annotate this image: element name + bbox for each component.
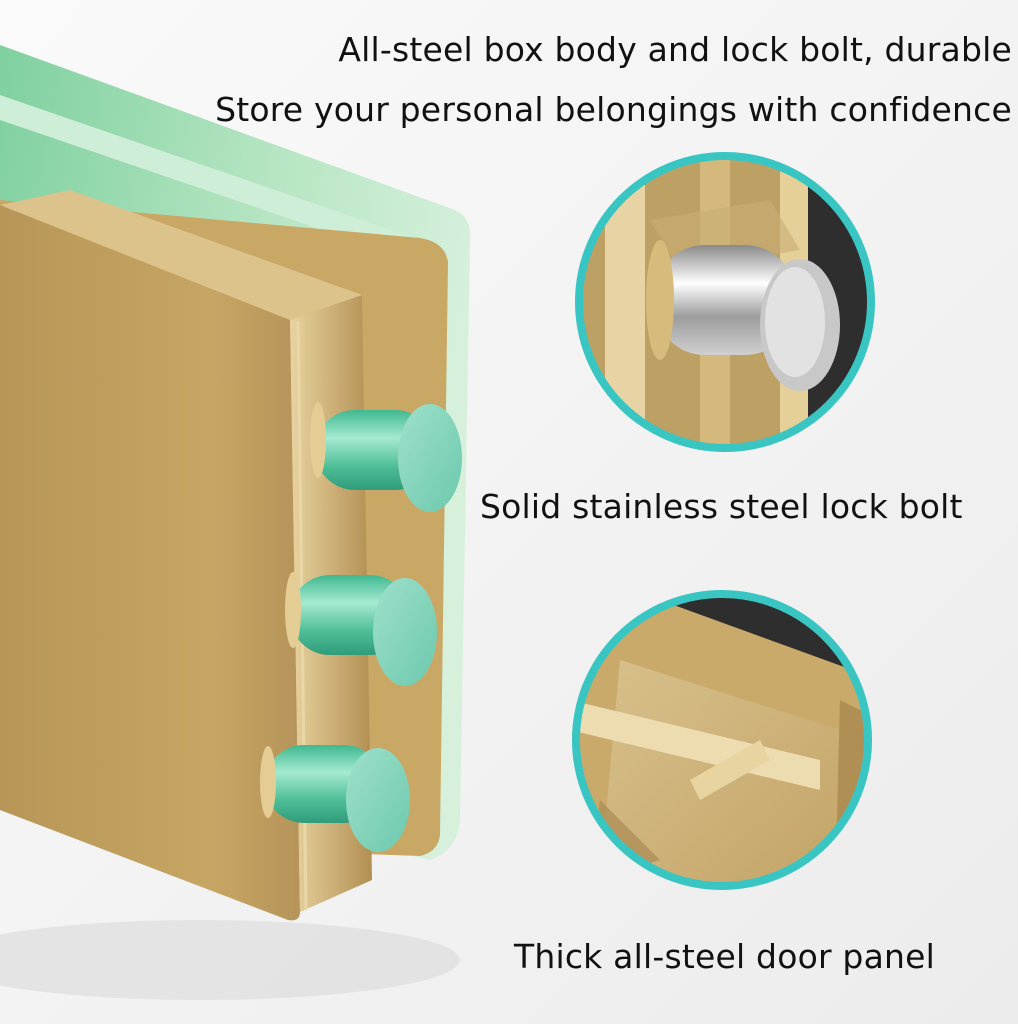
callout-caption-lock-bolt: Solid stainless steel lock bolt [480, 487, 963, 526]
headline-confidence: Store your personal belongings with conf… [215, 90, 1012, 129]
callout-caption-door-panel: Thick all-steel door panel [514, 937, 935, 976]
panel-closeup-callout [572, 590, 872, 890]
bolt-closeup-callout [575, 152, 875, 452]
lock-bolts [260, 402, 462, 852]
headline-durable: All-steel box body and lock bolt, durabl… [338, 30, 1012, 69]
